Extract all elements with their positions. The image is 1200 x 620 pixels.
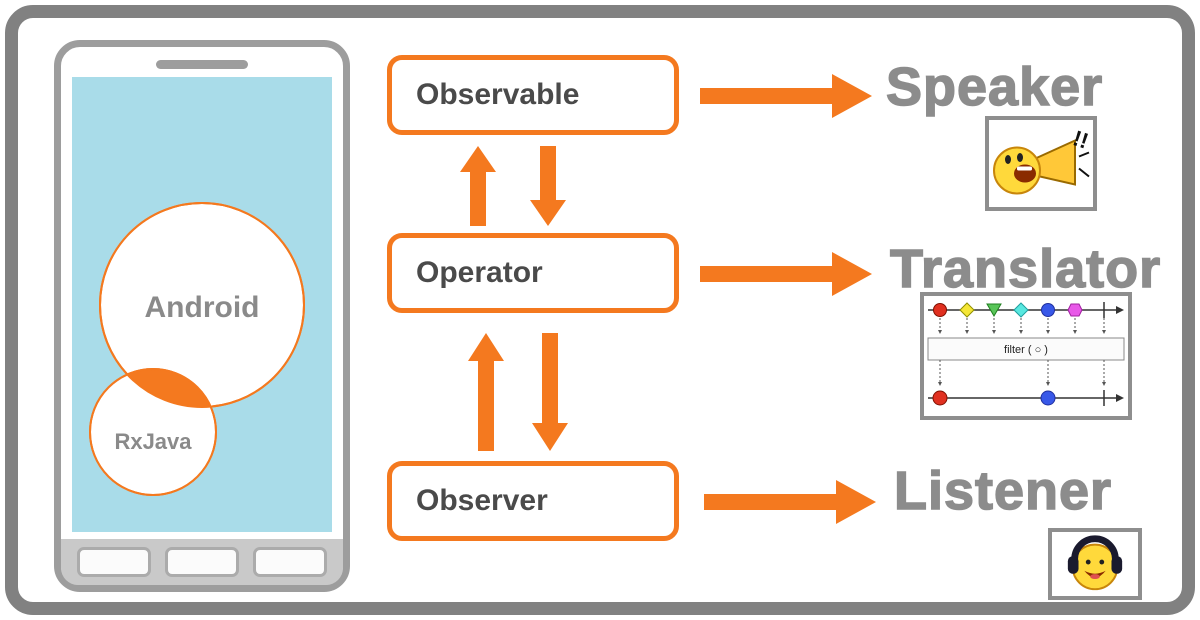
headphones-smiley-icon: [1067, 535, 1123, 591]
svg-text:!!: !!: [1070, 125, 1092, 153]
arrow-right-operator-to-translator-icon: [700, 252, 872, 296]
phone-button: [77, 547, 151, 577]
speaker-label: Speaker: [885, 56, 1104, 118]
node-observer: Observer: [387, 461, 679, 541]
phone-button: [253, 547, 327, 577]
arrow-down-observable-to-operator-icon: [530, 146, 566, 226]
android-label: Android: [145, 291, 260, 324]
diagram-outer-frame: Android RxJava Observable Operator Obser…: [5, 5, 1195, 615]
arrow-down-operator-to-observer-icon: [532, 333, 568, 451]
node-observable: Observable: [387, 55, 679, 135]
arrow-right-observable-to-speaker-icon: [700, 74, 872, 118]
rxjava-label: RxJava: [114, 429, 192, 454]
android-rxjava-venn-diagram: Android RxJava: [89, 202, 305, 496]
translator-image: filter ( ○ ): [920, 292, 1132, 420]
arrow-right-observer-to-listener-icon: [704, 480, 876, 524]
arrow-up-operator-to-observable-icon: [460, 146, 496, 226]
filter-operator-label: filter ( ○ ): [1004, 344, 1048, 356]
node-observable-label: Observable: [416, 78, 580, 111]
megaphone-smiley-icon: !!: [993, 125, 1092, 195]
speaker-image: !!: [985, 116, 1097, 211]
node-operator: Operator: [387, 233, 679, 313]
arrow-up-observer-to-operator-icon: [468, 333, 504, 451]
phone-button-strip: [61, 539, 343, 585]
translator-label: Translator: [889, 238, 1162, 300]
listener-image: [1048, 528, 1142, 600]
phone-illustration: Android RxJava: [54, 40, 350, 592]
listener-label: Listener: [893, 460, 1113, 522]
node-operator-label: Operator: [416, 256, 543, 289]
phone-screen: Android RxJava: [72, 77, 332, 532]
rx-marble-diagram-icon: filter ( ○ ): [927, 302, 1125, 406]
phone-button: [165, 547, 239, 577]
node-observer-label: Observer: [416, 484, 548, 517]
phone-speaker-slot: [156, 60, 248, 69]
